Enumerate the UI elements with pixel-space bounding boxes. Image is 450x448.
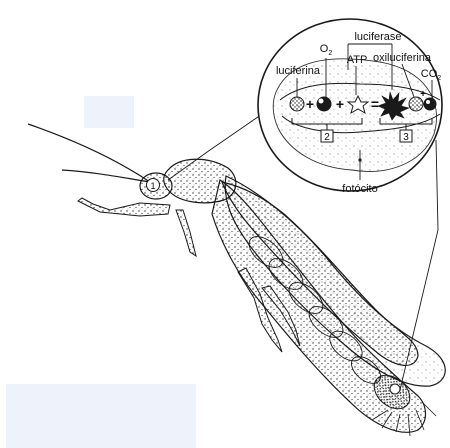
antennae <box>28 124 150 182</box>
co2-label: CO2 <box>421 68 442 82</box>
photocyte-label: fotócito <box>342 183 377 195</box>
plus-sign-3: + <box>420 89 426 100</box>
plus-sign-1: + <box>306 96 314 112</box>
pronotum <box>164 159 236 203</box>
luciferin-label: luciferina <box>276 65 321 77</box>
luciferase-label: luciferase <box>354 31 401 43</box>
step-3-label: 3 <box>403 132 409 143</box>
blank-patch-top <box>84 96 134 128</box>
atp-label: ATP <box>347 54 368 66</box>
oxygen-molecule <box>317 97 331 111</box>
luciferin-molecule <box>290 97 304 111</box>
plus-sign-2: + <box>336 96 344 112</box>
front-leg <box>78 198 196 256</box>
blank-patch-bottom <box>6 384 196 448</box>
photocyte-inset: + + = + 2 3 luciferina O <box>258 19 442 195</box>
marker-1-label: 1 <box>150 181 155 191</box>
step-2-label: 2 <box>324 132 330 143</box>
equals-sign: = <box>371 96 379 112</box>
oxyluciferin-label: oxiluciferina <box>373 52 432 64</box>
